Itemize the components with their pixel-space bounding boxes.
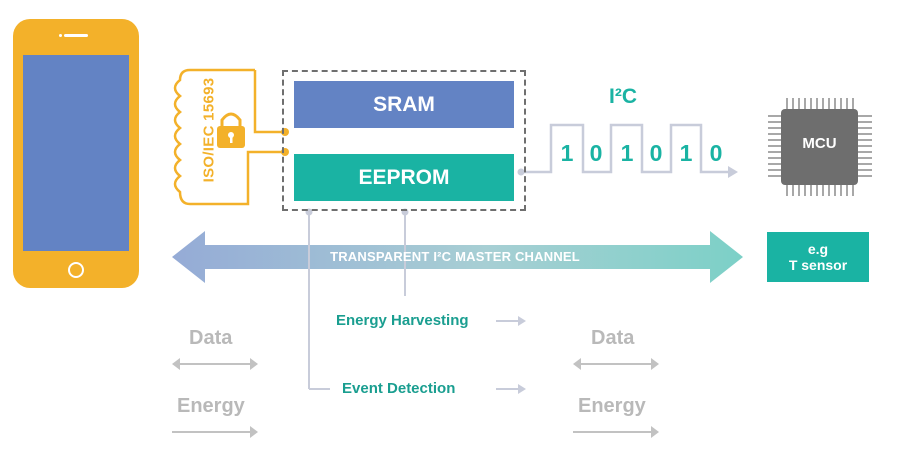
data-arrowhead-left [172, 358, 180, 370]
sensor-line-2: T sensor [788, 257, 848, 273]
data-arrowhead-right [651, 358, 659, 370]
camera-dot [59, 34, 62, 37]
energy-arrowhead-right [651, 426, 659, 438]
sensor-line-1: e.g [807, 241, 829, 257]
channel-arrow [172, 231, 743, 283]
data-arrowhead-right [250, 358, 258, 370]
eeprom-block: EEPROM [294, 154, 514, 201]
home-button [68, 262, 84, 278]
sram-block: SRAM [294, 81, 514, 128]
legend-data-label-right: Data [591, 327, 635, 349]
iso-standard-label: ISO/IEC 15693 [200, 77, 218, 183]
data-arrowhead-left [573, 358, 581, 370]
channel-label: TRANSPARENT I²C MASTER CHANNEL [330, 249, 580, 264]
mcu-pins [768, 98, 872, 196]
speaker-slot [64, 34, 88, 37]
mcu-label: MCU [802, 135, 837, 152]
lock-icon [217, 112, 245, 148]
i2c-title: I²C [609, 85, 637, 108]
mcu-chip [781, 109, 858, 185]
i2c-bit: 1 [560, 140, 574, 166]
i2c-bit: 1 [679, 140, 693, 166]
legend-data-label-left: Data [189, 327, 233, 349]
harvesting-arrowhead [518, 316, 526, 326]
legend-energy-label-right: Energy [578, 395, 646, 417]
waveform-arrowhead [728, 166, 738, 178]
energy-harvesting-label: Energy Harvesting [336, 312, 469, 329]
bus-dot [517, 168, 525, 176]
legend-energy-label-left: Energy [177, 395, 245, 417]
i2c-waveform [548, 123, 728, 174]
antenna-coil [173, 68, 284, 206]
energy-arrowhead-left [250, 426, 258, 438]
sensor-box: e.g T sensor [767, 232, 869, 282]
i2c-bit: 0 [589, 140, 603, 166]
antenna-lead [253, 70, 284, 134]
event-detection-label: Event Detection [342, 380, 456, 397]
smartphone-icon [13, 19, 139, 288]
detection-arrowhead [518, 384, 526, 394]
tag-chip-frame [282, 70, 526, 211]
i2c-bit: 0 [649, 140, 663, 166]
i2c-bit: 1 [620, 140, 634, 166]
phone-screen [23, 55, 129, 251]
i2c-bit: 0 [709, 140, 723, 166]
